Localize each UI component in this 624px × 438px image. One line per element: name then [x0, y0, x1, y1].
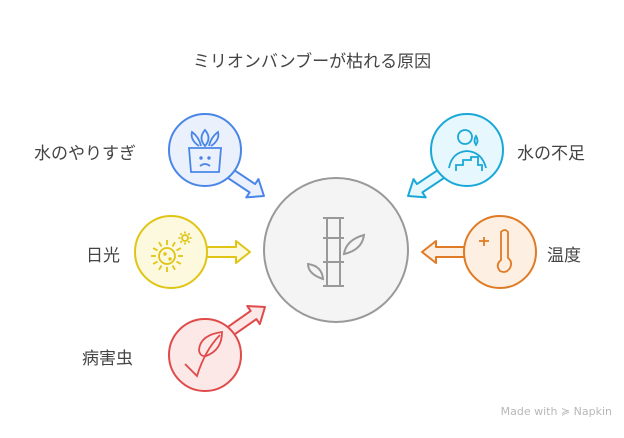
- label-overwatering: 水のやりすぎ: [34, 144, 136, 164]
- label-temperature: 温度: [547, 246, 581, 266]
- label-water-shortage: 水の不足: [517, 144, 585, 164]
- label-sunlight: 日光: [86, 246, 120, 266]
- temperature-arrow: [421, 240, 466, 264]
- temperature-circle: [463, 215, 537, 289]
- thirsty-person-icon: [448, 129, 487, 171]
- leaf-icon: [184, 330, 223, 378]
- napkin-watermark: Made with ≽ Napkin: [500, 405, 612, 418]
- sunlight-circle: [134, 215, 208, 289]
- bamboo-icon: [306, 217, 366, 287]
- sun-icon: [151, 231, 192, 272]
- sunlight-arrow: [205, 240, 251, 264]
- diagram-title: ミリオンバンブーが枯れる原因: [192, 52, 432, 72]
- water-shortage-circle: [430, 113, 504, 187]
- label-pests: 病害虫: [82, 349, 133, 369]
- center-circle: [263, 177, 409, 323]
- thermometer-icon: [479, 229, 513, 273]
- sad-plant-pot-icon: [188, 128, 222, 173]
- overwatering-circle: [168, 113, 242, 187]
